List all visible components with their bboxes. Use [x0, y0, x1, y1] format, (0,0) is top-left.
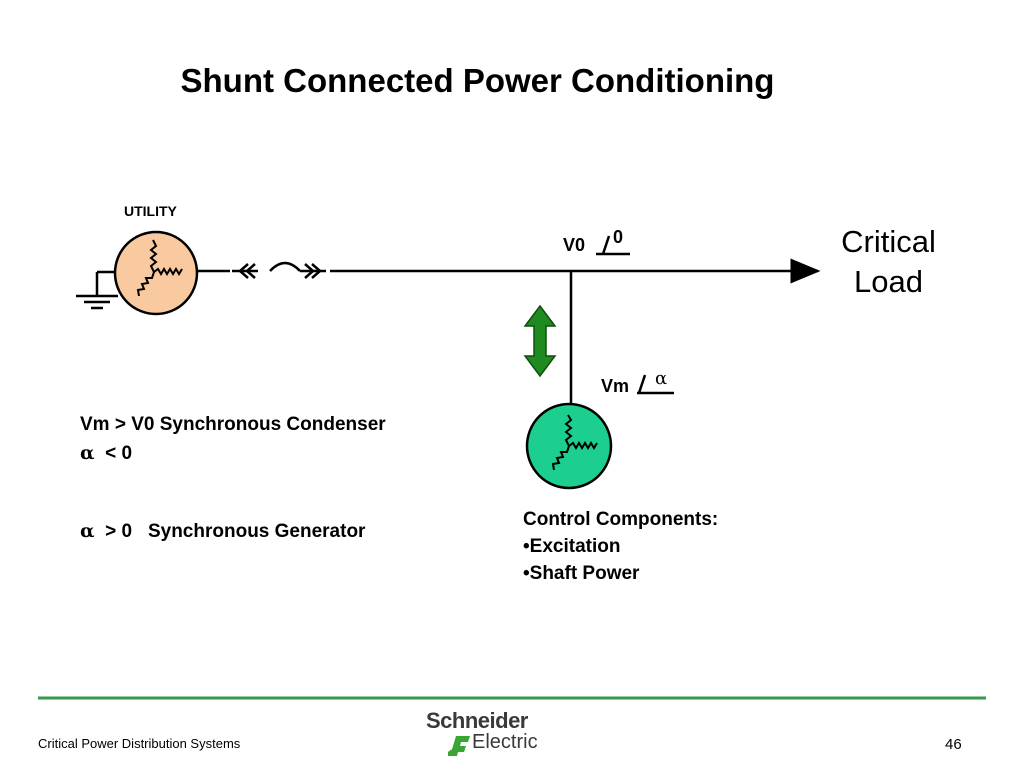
control-item: •Excitation: [523, 536, 621, 557]
condenser-condition-line1: Vm > V0 Synchronous Condenser: [80, 414, 386, 435]
v0-label: V0: [563, 235, 586, 255]
synchronous-machine: [525, 402, 613, 490]
vm-label: Vm: [601, 376, 630, 396]
critical-load-label: Critical Load: [841, 224, 936, 299]
logo-brand-line2: Electric: [472, 731, 538, 753]
connector-plug-icon: [230, 261, 330, 280]
utility-source: [113, 230, 199, 316]
alpha-symbol: α: [80, 442, 95, 464]
footer-text: Critical Power Distribution Systems: [38, 736, 241, 751]
wye-winding-icon: [551, 414, 598, 471]
wye-winding-icon: [136, 239, 183, 297]
utility-label: UTILITY: [124, 203, 177, 219]
page-number: 46: [945, 736, 962, 753]
ground-symbol-icon: [76, 270, 118, 310]
logo-brand-line1: Schneider: [426, 708, 528, 733]
control-item: •Shaft Power: [523, 563, 640, 584]
control-components: Control Components: •Excitation •Shaft P…: [523, 506, 718, 587]
alpha-symbol: α: [80, 520, 95, 542]
slide-title: Shunt Connected Power Conditioning: [180, 62, 775, 99]
control-heading: Control Components:: [523, 509, 719, 530]
generator-condition: α > 0 Synchronous Generator: [80, 520, 366, 542]
condenser-condition-line2: α < 0: [80, 442, 133, 464]
v0-angle-value: 0: [613, 227, 624, 247]
schneider-electric-logo: Schneider Electric: [424, 708, 540, 760]
vm-angle-value: α: [655, 368, 668, 389]
logo-mark-icon: [448, 736, 470, 756]
bidirectional-arrow-icon: [523, 304, 557, 378]
